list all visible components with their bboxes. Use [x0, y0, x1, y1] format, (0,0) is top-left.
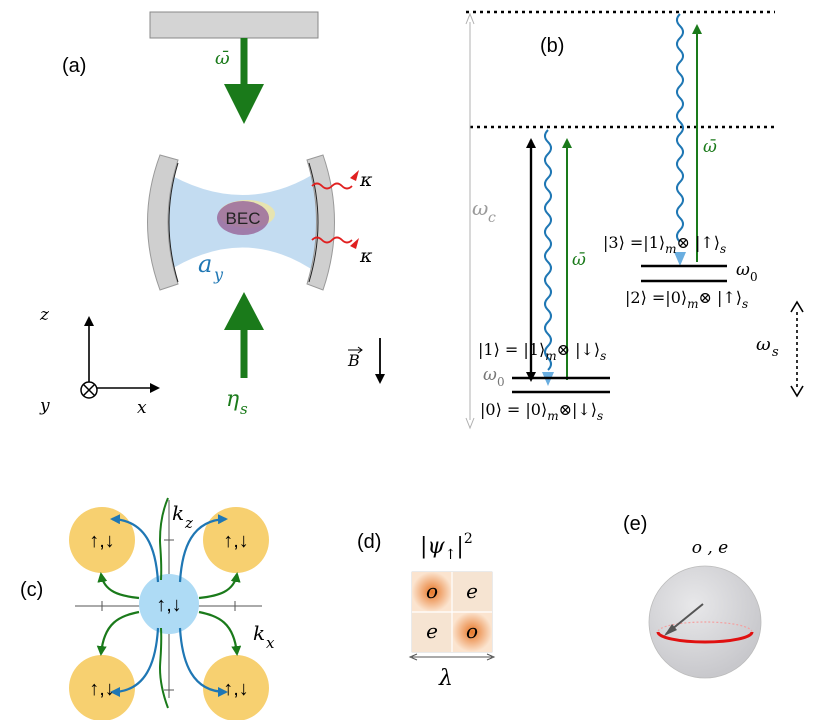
- site-bottom-left: [69, 655, 135, 720]
- axis-y-label: y: [39, 396, 50, 416]
- scatter-green-bottom-left: [96, 610, 140, 656]
- cavity-mode-sub: y: [213, 265, 224, 284]
- kz-sub: z: [184, 514, 193, 532]
- kappa-top: κ: [359, 169, 373, 191]
- loss-photon-top-head: [350, 170, 359, 181]
- state-1-label: |1⟩ = |1⟩m⊗ |↓⟩s: [478, 340, 606, 363]
- lambda-span-right: [486, 653, 496, 661]
- loss-photon-bottom: [311, 236, 353, 244]
- density-cell-tl-label: o: [426, 579, 438, 603]
- pump-mirror: [149, 11, 319, 39]
- bloch-sphere-title: o , e: [692, 538, 729, 558]
- emission-wave-right: [676, 13, 684, 243]
- site-bottom-left-label: ↑,↓: [89, 678, 115, 700]
- green-vertical-top: [158, 497, 169, 581]
- lambda-label: λ: [438, 666, 453, 691]
- scatter-green-bottom-right: [198, 610, 242, 656]
- scatter-blue-bottom-left: [110, 627, 160, 697]
- mirror-left-surface: [168, 162, 179, 283]
- omega-c-ruler-top: [465, 12, 475, 25]
- loss-photon-top: [311, 182, 353, 190]
- panel-b-label: (b): [540, 35, 564, 57]
- axis-z-label: z: [39, 305, 50, 325]
- site-center-label: ↑,↓: [156, 594, 182, 616]
- eta-sub: s: [240, 400, 248, 418]
- state-3-label: |3⟩ =|1⟩m⊗ |↑⟩s: [603, 233, 726, 256]
- omega-bar-left-label: ω̄: [572, 250, 586, 270]
- kappa-bottom: κ: [359, 245, 373, 267]
- site-center: [139, 574, 199, 634]
- pump-arrow-bottom-head: [224, 292, 264, 330]
- panel-e: (e) o , e: [623, 513, 762, 679]
- site-top-left-label: ↑,↓: [89, 530, 115, 552]
- density-cell-tl: [412, 572, 452, 612]
- lambda-span-left: [408, 653, 418, 661]
- density-cell-tr-label: e: [466, 579, 478, 603]
- scatter-blue-top-right: [178, 514, 228, 583]
- density-title: |ψ↑|2: [420, 531, 473, 563]
- density-cell-tr: [452, 572, 492, 612]
- panel-c-label: (c): [20, 579, 43, 601]
- cavity-mirror-left: [147, 154, 179, 291]
- bloch-orbit-front: [656, 631, 754, 644]
- omega-c-sub: c: [488, 210, 496, 226]
- panel-b: (b) ω c ω̄ ω̄ |3⟩ =|1⟩m⊗ |↑⟩s |2⟩ =|: [465, 10, 804, 430]
- omega-s-label: ω: [756, 334, 771, 355]
- bec-label: BEC: [226, 209, 261, 228]
- green-vertical-bottom: [158, 627, 169, 709]
- panel-e-label: (e): [623, 513, 647, 535]
- omega-0-left-sub: 0: [497, 375, 505, 389]
- omega-bar-label: ω̄: [215, 48, 230, 69]
- site-bottom-right: [203, 655, 269, 720]
- panel-c: (c) ↑,↓ ↑,↓ ↑,↓ ↑,↓ ↑,↓ k z: [20, 497, 275, 720]
- state-0-label: |0⟩ = |0⟩m⊗|↓⟩s: [480, 400, 603, 423]
- cavity-mode-label: a: [198, 250, 212, 278]
- panel-d: (d) |ψ↑|2 o e e o λ: [357, 531, 496, 691]
- site-top-right-label: ↑,↓: [223, 530, 249, 552]
- bloch-vector-head: [664, 624, 677, 636]
- panel-a-label: (a): [62, 55, 86, 77]
- omega-0-right-sub: 0: [750, 270, 758, 284]
- eta-label: η: [226, 387, 239, 412]
- density-cell-bl-label: e: [426, 619, 438, 643]
- mirror-right-surface: [308, 162, 319, 283]
- b-field-label: B: [347, 351, 360, 370]
- axis-x-label: x: [137, 398, 147, 418]
- scatter-blue-bottom-right: [178, 627, 228, 697]
- density-cell-br-label: o: [466, 619, 478, 643]
- bec-cloud: [217, 201, 269, 235]
- omega-0-right-label: ω: [736, 260, 750, 280]
- scatter-blue-top-left: [110, 514, 160, 583]
- density-cell-bl: [412, 612, 452, 652]
- omega-bar-right-label: ω̄: [703, 137, 717, 157]
- omega-0-left-label: ω: [483, 365, 497, 385]
- panel-a: (a) ω̄ BEC κ κ a y η s: [39, 11, 385, 418]
- omega-s-arrow-down: [790, 385, 804, 398]
- axis-y-cross: [82, 383, 96, 397]
- scatter-green-top-right: [198, 572, 241, 600]
- omega-s-arrow-up: [790, 300, 804, 313]
- scatter-green-top-left: [97, 572, 140, 600]
- emission-wave-left: [544, 129, 552, 371]
- state-2-label: |2⟩ =|0⟩m⊗ |↑⟩s: [625, 288, 748, 311]
- emission-wave-right-head: [674, 252, 686, 266]
- omega-c-ruler-bottom: [465, 417, 475, 430]
- site-bottom-right-label: ↑,↓: [223, 678, 249, 700]
- panel-d-label: (d): [357, 531, 381, 553]
- kz-label: k: [172, 501, 184, 525]
- b-vector-tip: [357, 346, 363, 354]
- omega-s-sub: s: [772, 345, 779, 360]
- loss-photon-bottom-head: [350, 238, 359, 249]
- kx-sub: x: [266, 634, 275, 652]
- omega-c-label: ω: [472, 196, 488, 220]
- kx-label: k: [253, 621, 265, 645]
- pump-arrow-top-head: [224, 84, 264, 124]
- density-cell-br: [452, 612, 492, 652]
